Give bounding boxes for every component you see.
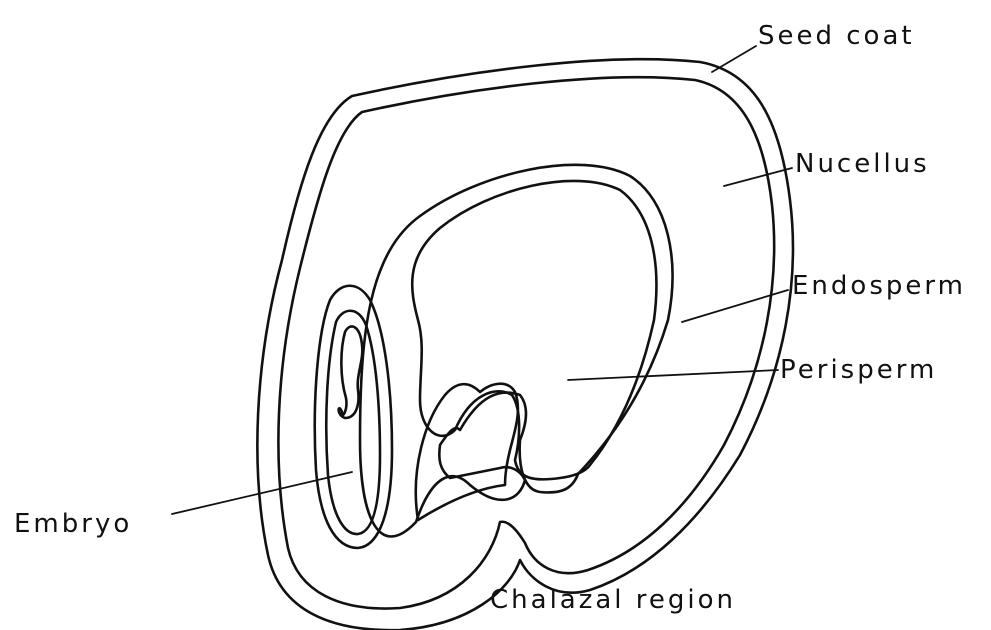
leader-embryo — [172, 472, 352, 514]
label-chalazal-region: Chalazal region — [490, 585, 736, 615]
nucellus-region — [278, 77, 774, 608]
leader-nucellus — [724, 168, 792, 186]
leader-endosperm — [682, 290, 788, 322]
leader-seed-coat — [712, 46, 756, 72]
label-seed-coat: Seed coat — [758, 21, 915, 51]
label-embryo: Embryo — [14, 509, 132, 539]
leader-perisperm — [568, 370, 778, 380]
endosperm-band — [360, 165, 672, 537]
perisperm-region — [412, 181, 656, 480]
label-nucellus: Nucellus — [795, 149, 930, 179]
label-perisperm: Perisperm — [780, 355, 937, 385]
label-endosperm: Endosperm — [792, 271, 966, 301]
embryo-inner — [326, 311, 380, 534]
embryo-body — [339, 326, 363, 418]
